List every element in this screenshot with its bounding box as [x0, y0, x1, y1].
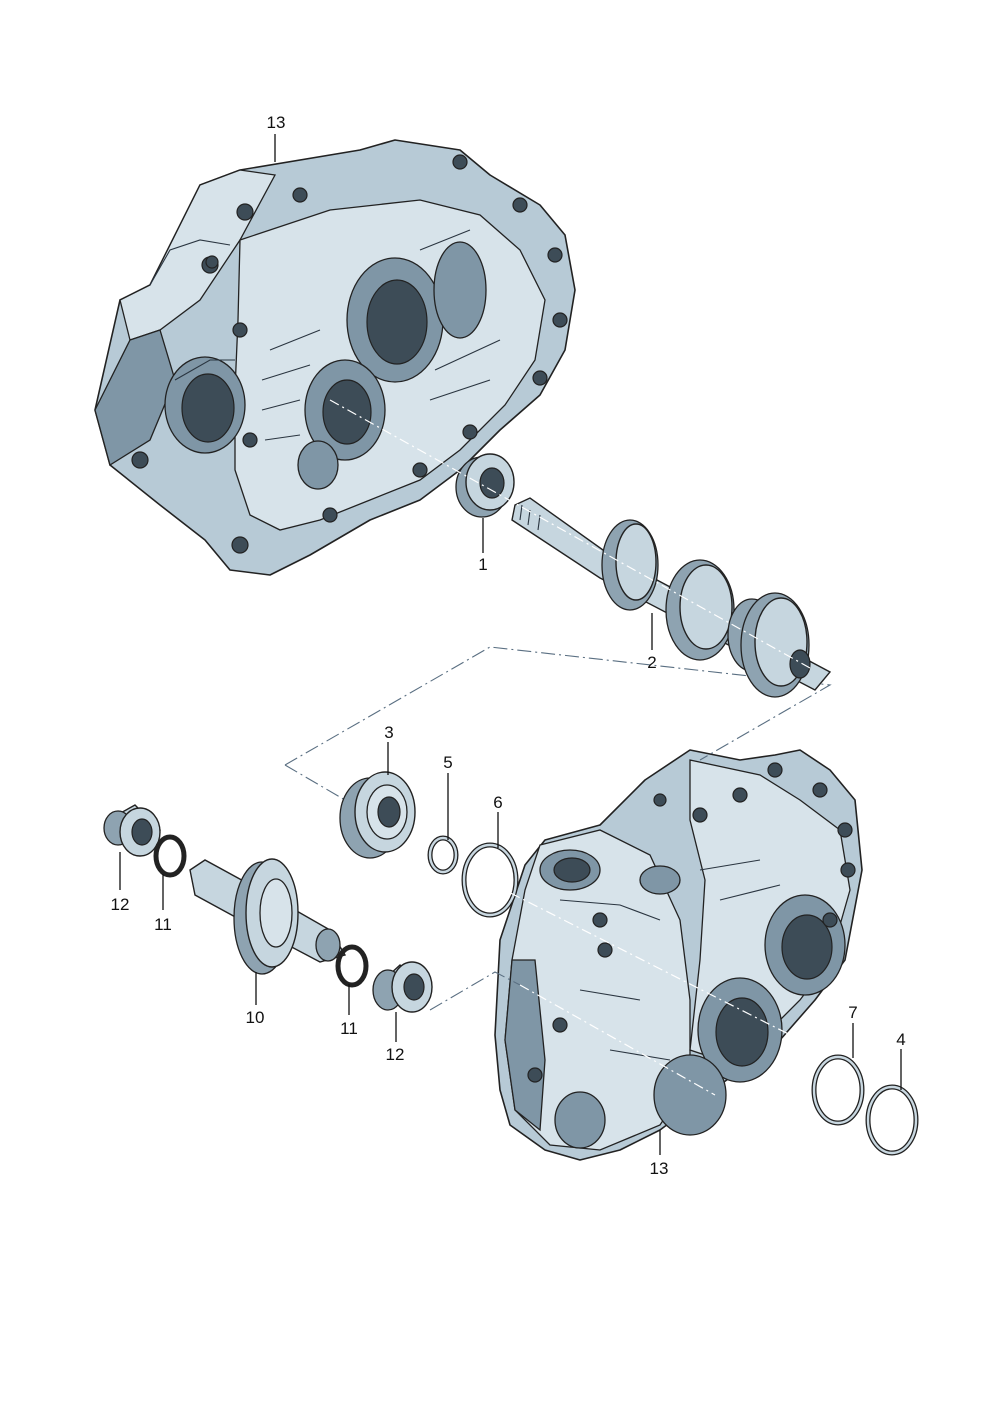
part-12-needle-bearing-right [372, 961, 433, 1013]
part-7-o-ring-highlight [812, 1055, 864, 1125]
lower-shaft-axis-2 [519, 984, 716, 1096]
label-13-upper: 13 [267, 113, 286, 132]
part-6-o-ring-highlight [462, 843, 518, 917]
lower-shaft-axis-1 [474, 874, 821, 1051]
assembly-dash-lower [429, 971, 521, 1011]
label-13-lower: 13 [650, 1159, 669, 1178]
part-5-circlip-highlight [428, 836, 458, 874]
label-11-right: 11 [340, 1019, 358, 1038]
upper-gearbox-housing [94, 139, 576, 576]
part-1-shaft-seal [455, 453, 515, 518]
label-5: 5 [443, 753, 452, 772]
label-7: 7 [848, 1003, 857, 1022]
part-11-shim-right [335, 944, 369, 988]
label-3: 3 [384, 723, 393, 742]
part-11-shim-left [153, 834, 187, 878]
part-4-circlip-highlight [866, 1085, 918, 1155]
label-12-right: 12 [386, 1045, 405, 1064]
label-12-left: 12 [111, 895, 130, 914]
assembly-dash-outline [284, 646, 832, 766]
label-6: 6 [493, 793, 502, 812]
label-11-left: 11 [154, 915, 172, 934]
label-1: 1 [478, 555, 487, 574]
part-12-needle-bearing-left [103, 804, 162, 857]
part-2-input-shaft [511, 497, 832, 698]
label-4: 4 [896, 1030, 905, 1049]
upper-shaft-axis [329, 399, 811, 669]
part-3-bearing [339, 771, 416, 859]
part-10-gear-shaft [189, 858, 347, 975]
leader-lines [119, 134, 902, 1155]
label-10: 10 [246, 1008, 265, 1027]
label-2: 2 [647, 653, 656, 672]
assembly-dash-left [284, 764, 346, 801]
lower-gearbox-housing [494, 749, 863, 1161]
